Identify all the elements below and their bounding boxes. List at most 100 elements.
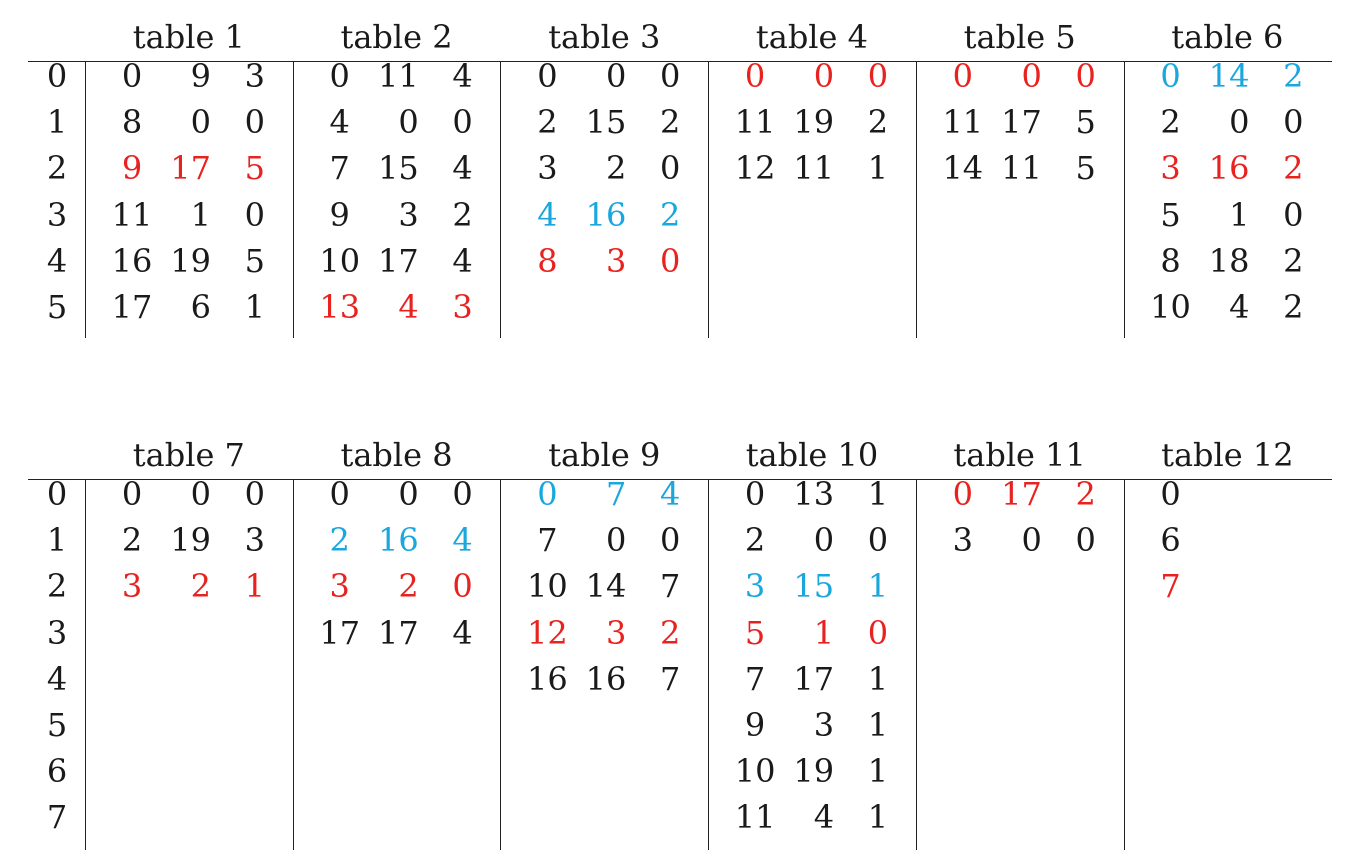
table-cell: 0 xyxy=(452,475,473,513)
table-cell: 17 xyxy=(377,241,419,280)
table-cell: 1 xyxy=(1229,195,1250,234)
table-cell: 3 xyxy=(952,521,973,560)
table-cell: 2 xyxy=(660,613,681,652)
table-cell: 0 xyxy=(190,475,211,513)
table-cell: 7 xyxy=(660,659,681,698)
table-cell: 16 xyxy=(111,241,153,280)
table-cell: 16 xyxy=(1208,149,1250,188)
table-cell: 0 xyxy=(1075,521,1096,560)
table-cell: 0 xyxy=(1160,57,1181,95)
table-cell: 0 xyxy=(1021,521,1042,560)
table-cell: 4 xyxy=(329,103,350,142)
table-cell: 2 xyxy=(606,149,627,188)
table-cell: 0 xyxy=(660,149,681,188)
row-index: 2 xyxy=(46,149,68,188)
table-cell: 4 xyxy=(452,241,473,280)
table-cell: 5 xyxy=(744,613,766,652)
table-cell: 5 xyxy=(244,149,265,188)
table-cell: 2 xyxy=(1283,57,1304,95)
table-cell: 0 xyxy=(813,521,835,560)
table-cell: 14 xyxy=(942,149,984,188)
header-rule xyxy=(28,61,1332,62)
table-cell: 11 xyxy=(942,103,984,142)
table-cell: 5 xyxy=(1075,149,1096,188)
table-cell: 0 xyxy=(1283,195,1304,234)
table-cell: 10 xyxy=(319,241,361,280)
table-cell: 3 xyxy=(244,57,265,95)
table-title: table 5 xyxy=(963,18,1076,56)
table-cell: 17 xyxy=(377,613,419,652)
table-cell: 7 xyxy=(329,149,350,188)
table-cell: 3 xyxy=(537,149,558,188)
table-cell: 5 xyxy=(1160,195,1181,234)
table-cell: 0 xyxy=(121,57,143,95)
table-cell: 3 xyxy=(452,288,473,326)
row-index: 4 xyxy=(46,659,68,698)
table-cell: 0 xyxy=(660,241,681,280)
table-cell: 0 xyxy=(190,103,211,142)
table-cell: 0 xyxy=(1229,103,1250,142)
table-cell: 1 xyxy=(813,613,835,652)
table-cell: 4 xyxy=(452,613,473,652)
table-cell: 18 xyxy=(1208,241,1250,280)
row-index: 5 xyxy=(46,288,68,326)
table-cell: 2 xyxy=(1283,241,1304,280)
table-cell: 0 xyxy=(867,521,889,560)
table-cell: 3 xyxy=(121,567,143,606)
table-cell: 7 xyxy=(606,475,627,513)
table-border xyxy=(1123,479,1125,850)
table-cell: 17 xyxy=(1001,475,1042,513)
table-title: table 12 xyxy=(1161,436,1294,474)
table-cell: 0 xyxy=(952,57,973,95)
table-border xyxy=(85,479,86,850)
table-border xyxy=(708,61,710,338)
row-index: 0 xyxy=(46,475,68,513)
table-cell: 11 xyxy=(793,149,835,188)
table-cell: 3 xyxy=(606,613,627,652)
table-cell: 12 xyxy=(734,149,776,188)
table-cell: 17 xyxy=(793,659,835,698)
table-cell: 2 xyxy=(660,103,681,142)
table-cell: 5 xyxy=(244,241,265,280)
table-cell: 0 xyxy=(329,475,350,513)
table-title: table 6 xyxy=(1171,18,1284,56)
table-title: table 10 xyxy=(745,436,879,474)
table-cell: 9 xyxy=(190,57,211,95)
table-cell: 0 xyxy=(329,57,350,95)
table-cell: 19 xyxy=(793,103,835,142)
table-cell: 4 xyxy=(452,57,473,95)
table-cell: 2 xyxy=(1075,475,1096,513)
table-cell: 3 xyxy=(398,195,419,234)
table-cell: 4 xyxy=(398,288,419,326)
table-cell: 5 xyxy=(1075,103,1096,142)
table-cell: 17 xyxy=(319,613,361,652)
table-cell: 13 xyxy=(319,288,361,326)
table-cell: 0 xyxy=(952,475,973,513)
table-cell: 19 xyxy=(170,241,211,280)
table-cell: 0 xyxy=(452,567,473,606)
table-cell: 2 xyxy=(660,195,681,234)
table-cell: 0 xyxy=(867,613,889,652)
row-index: 6 xyxy=(46,752,68,791)
table-border xyxy=(500,479,502,850)
table-cell: 12 xyxy=(527,613,568,652)
table-title: table 8 xyxy=(340,436,453,474)
table-cell: 0 xyxy=(660,521,681,560)
table-cell: 0 xyxy=(606,521,627,560)
table-cell: 7 xyxy=(1160,567,1181,606)
table-cell: 0 xyxy=(867,57,889,95)
header-rule xyxy=(28,479,1332,480)
table-cell: 19 xyxy=(793,752,835,791)
table-cell: 4 xyxy=(813,798,835,837)
table-cell: 0 xyxy=(744,475,766,513)
row-index: 5 xyxy=(46,706,68,744)
table-cell: 0 xyxy=(606,57,627,95)
table-cell: 4 xyxy=(452,521,473,560)
table-cell: 4 xyxy=(452,149,473,188)
table-title: table 4 xyxy=(755,18,868,56)
table-cell: 2 xyxy=(1283,149,1304,188)
table-border xyxy=(708,479,710,850)
table-cell: 9 xyxy=(744,706,766,744)
table-cell: 0 xyxy=(1075,57,1096,95)
table-cell: 4 xyxy=(660,475,681,513)
